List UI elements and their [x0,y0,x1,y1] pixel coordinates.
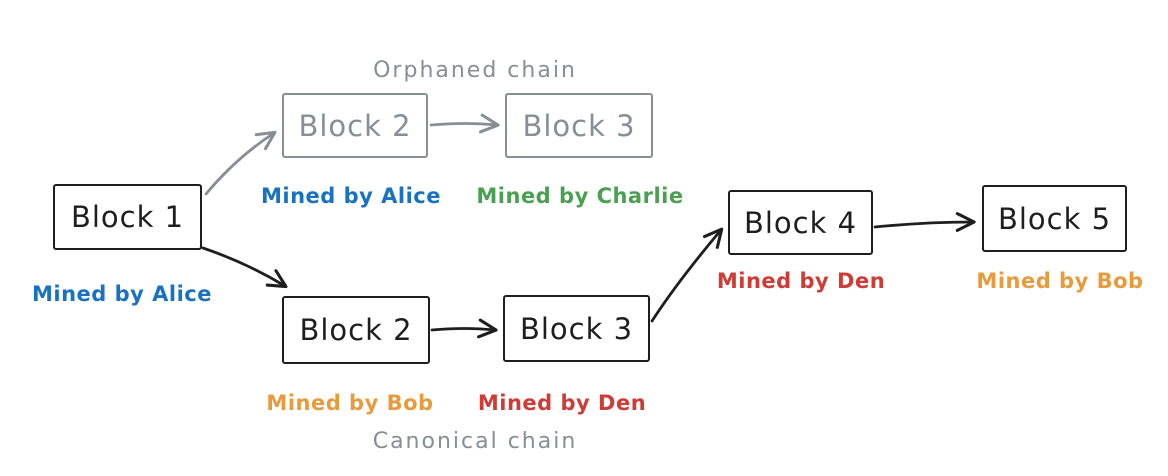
arrow-block4-to-block5 [873,212,976,232]
canonical-chain-label: Canonical chain [372,429,578,454]
block-5: Block 5 [982,185,1127,252]
orphan-block-3: Block 3 [505,93,653,158]
orphan-block-2-miner-caption: Mined by Alice [260,184,442,208]
orphan-block-2: Block 2 [282,93,428,158]
block-4-label: Block 4 [743,205,858,240]
canonical-block-2-label: Block 2 [299,313,413,347]
block-1: Block 1 [53,184,202,250]
block-4: Block 4 [728,190,873,255]
arrow-canonical-block3-to-block4 [650,227,724,323]
orphan-block-3-label: Block 3 [522,108,636,143]
arrow-canonical-block2-to-canonical-block3 [430,318,498,339]
block-5-miner-caption: Mined by Bob [976,269,1144,293]
canonical-block-2-miner-caption: Mined by Bob [266,391,434,415]
arrow-orphan-block2-to-orphan-block3 [429,113,500,134]
block-4-miner-caption: Mined by Den [716,269,886,293]
canonical-block-3: Block 3 [503,295,650,362]
block-5-label: Block 5 [997,201,1112,236]
orphan-block-3-miner-caption: Mined by Charlie [476,184,684,208]
canonical-block-3-miner-caption: Mined by Den [477,391,647,415]
arrow-block1-to-canonical-block2 [201,246,288,289]
canonical-block-2: Block 2 [282,296,430,364]
orphan-block-2-label: Block 2 [298,108,412,143]
orphaned-chain-label: Orphaned chain [373,58,577,83]
canonical-block-3-label: Block 3 [519,311,634,346]
block-1-label: Block 1 [70,200,185,234]
block-1-miner-caption: Mined by Alice [31,282,213,306]
